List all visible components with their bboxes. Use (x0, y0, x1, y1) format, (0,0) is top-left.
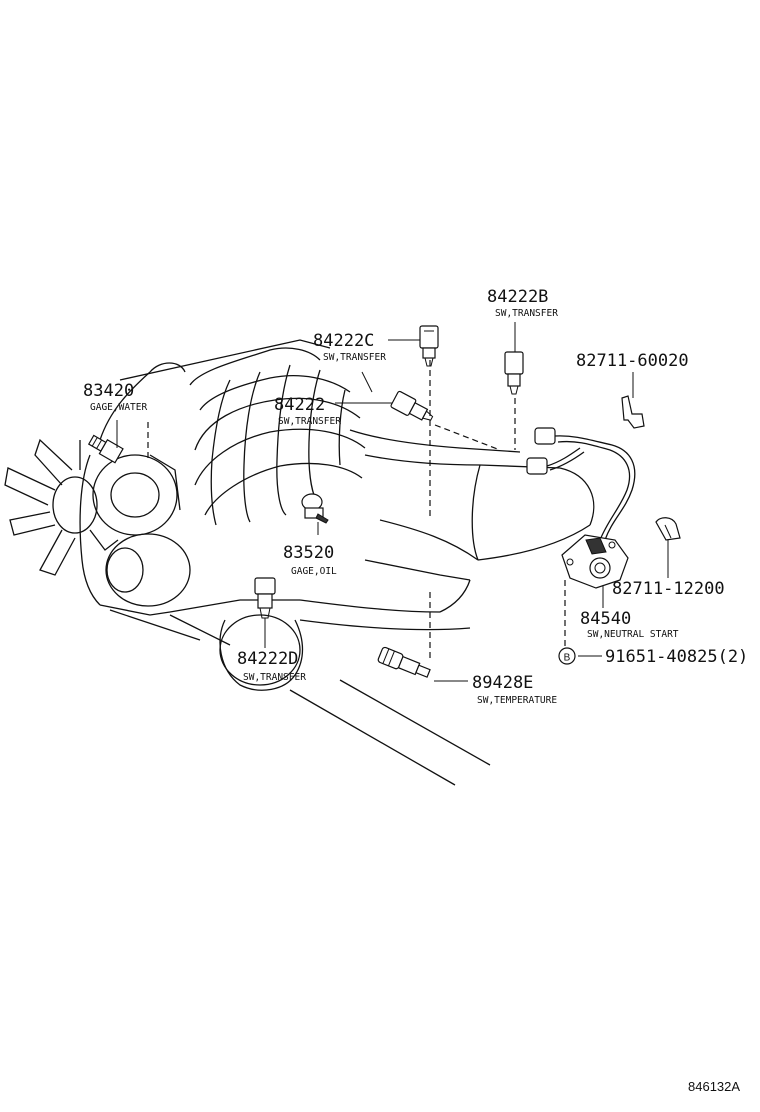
switch-84222d (254, 577, 276, 648)
part-number-89428e: 89428E (472, 673, 533, 693)
part-desc-89428e: SW,TEMPERATURE (477, 695, 557, 706)
part-number-82711-12200: 82711-12200 (612, 579, 725, 599)
callout-leaders (116, 322, 669, 682)
bolt-symbol: B (558, 647, 576, 665)
part-desc-84222d: SW,TRANSFER (243, 672, 306, 683)
part-number-82711-60020: 82711-60020 (576, 351, 689, 371)
wiring-harness (526, 427, 636, 541)
dashed-leaders (147, 360, 566, 660)
part-number-84540: 84540 (580, 609, 631, 629)
gage-water-83420 (87, 434, 124, 464)
part-number-84222b: 84222B (487, 287, 548, 307)
clip-82711-60020 (621, 395, 645, 429)
switch-84222b (504, 351, 524, 395)
svg-text:B: B (564, 653, 571, 664)
part-desc-84222c: SW,TRANSFER (323, 352, 386, 363)
part-number-84222d: 84222D (237, 649, 298, 669)
clamp-82711-12200 (655, 517, 681, 541)
part-number-83520: 83520 (283, 543, 334, 563)
part-number-84222c: 84222C (313, 331, 374, 351)
gage-oil-83520 (301, 493, 329, 524)
part-desc-83520: GAGE,OIL (291, 566, 337, 577)
part-number-83420: 83420 (83, 381, 134, 401)
switch-84222 (390, 390, 434, 421)
part-labels: 84222B SW,TRANSFER 84222C SW,TRANSFER 82… (83, 287, 748, 1094)
part-number-91651-40825: 91651-40825(2) (605, 647, 748, 667)
diagram-reference-number: 846132A (688, 1079, 740, 1094)
part-desc-84222b: SW,TRANSFER (495, 308, 558, 319)
part-number-84222: 84222 (274, 395, 325, 415)
switch-temperature-89428e (377, 646, 431, 678)
part-desc-83420: GAGE,WATER (90, 402, 147, 413)
switch-84222c (419, 325, 439, 367)
part-desc-84540: SW,NEUTRAL START (587, 629, 679, 640)
fan (4, 438, 119, 576)
switch-neutral-start-84540 (561, 534, 629, 589)
part-desc-84222: SW,TRANSFER (278, 416, 341, 427)
engine-drawing (4, 339, 595, 786)
